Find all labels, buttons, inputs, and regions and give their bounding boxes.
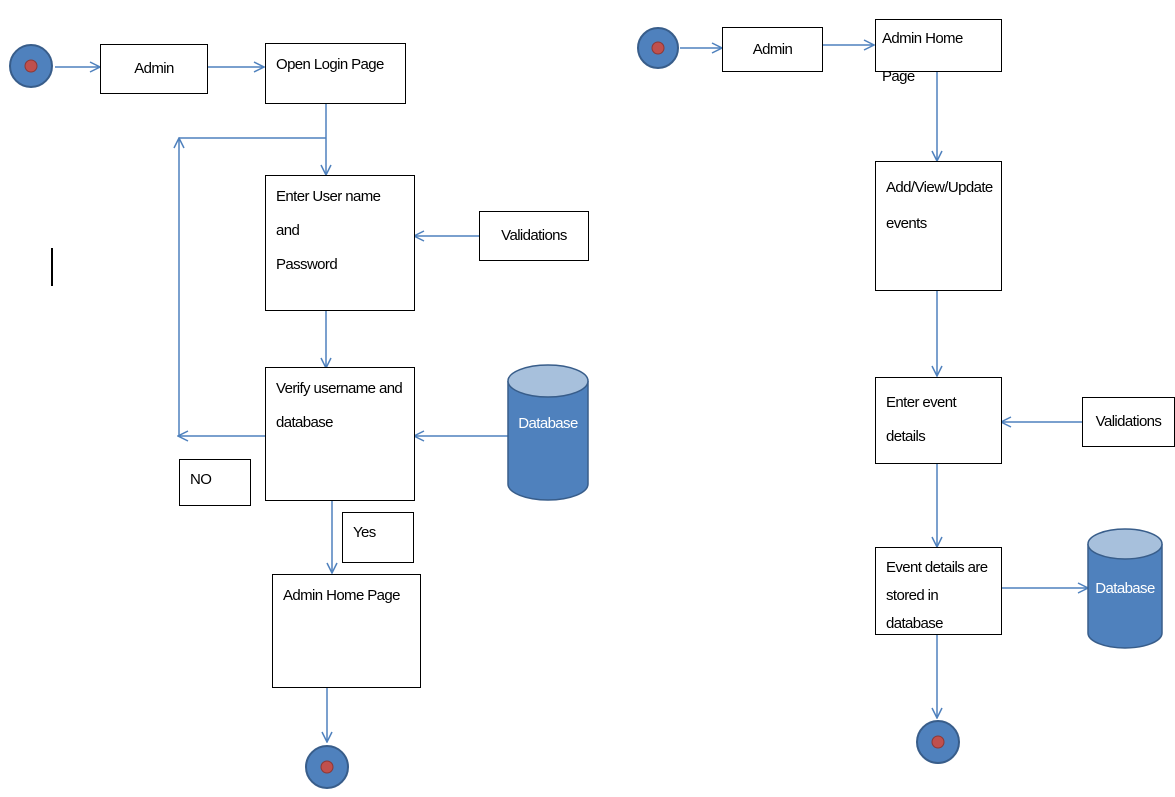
yes-branch-box: Yes — [342, 512, 414, 563]
end-node-right — [916, 720, 960, 764]
validations-label-right: Validations — [1095, 413, 1162, 430]
yes-label: Yes — [353, 524, 376, 541]
admin-home-box-right: Admin Home Page — [875, 19, 1002, 85]
database-cylinder-right — [1087, 528, 1163, 649]
enter-event-details-box: Enter event details — [875, 377, 1002, 464]
admin-home-label-left: Admin Home Page — [283, 587, 401, 604]
event-stored-box: Event details are stored in database — [875, 547, 1002, 635]
admin-home-label-right: Admin Home Page — [882, 30, 963, 85]
enter-credentials-line2: Password — [276, 256, 338, 273]
enter-event-details-label: Enter event details — [886, 394, 957, 445]
no-label: NO — [190, 471, 212, 488]
admin-home-box-left: Admin Home Page — [272, 574, 421, 688]
open-login-box: Open Login Page — [265, 43, 406, 104]
verify-line1: Verify username and — [276, 380, 403, 397]
validations-box-right: Validations — [1082, 397, 1175, 447]
admin-label-right: Admin — [752, 40, 793, 58]
start-node-right — [637, 27, 679, 69]
add-view-update-line2: events — [886, 215, 927, 232]
admin-actor-box: Admin — [100, 44, 208, 94]
enter-credentials-line1: Enter User name and — [276, 188, 381, 239]
add-view-update-line1: Add/View/Update — [886, 179, 993, 196]
verify-box: Verify username and database — [265, 367, 415, 501]
database-label-left: Database — [518, 415, 578, 432]
event-stored-line1: Event details are — [886, 559, 988, 576]
end-node-left — [305, 745, 349, 789]
database-label-right: Database — [1095, 580, 1155, 597]
open-login-label: Open Login Page — [276, 56, 384, 73]
event-stored-line2: stored in database — [886, 587, 944, 632]
database-cylinder-left — [507, 364, 589, 501]
validations-label-left: Validations — [501, 227, 567, 244]
admin-label: Admin — [134, 60, 174, 77]
enter-credentials-box: Enter User name and Password — [265, 175, 415, 311]
no-branch-box: NO — [179, 459, 251, 506]
validations-box-left: Validations — [479, 211, 589, 261]
start-node-left — [9, 44, 53, 88]
add-view-update-box: Add/View/Update events — [875, 161, 1002, 291]
verify-line2: database — [276, 414, 334, 431]
admin-actor-box-right: Admin — [722, 27, 823, 72]
